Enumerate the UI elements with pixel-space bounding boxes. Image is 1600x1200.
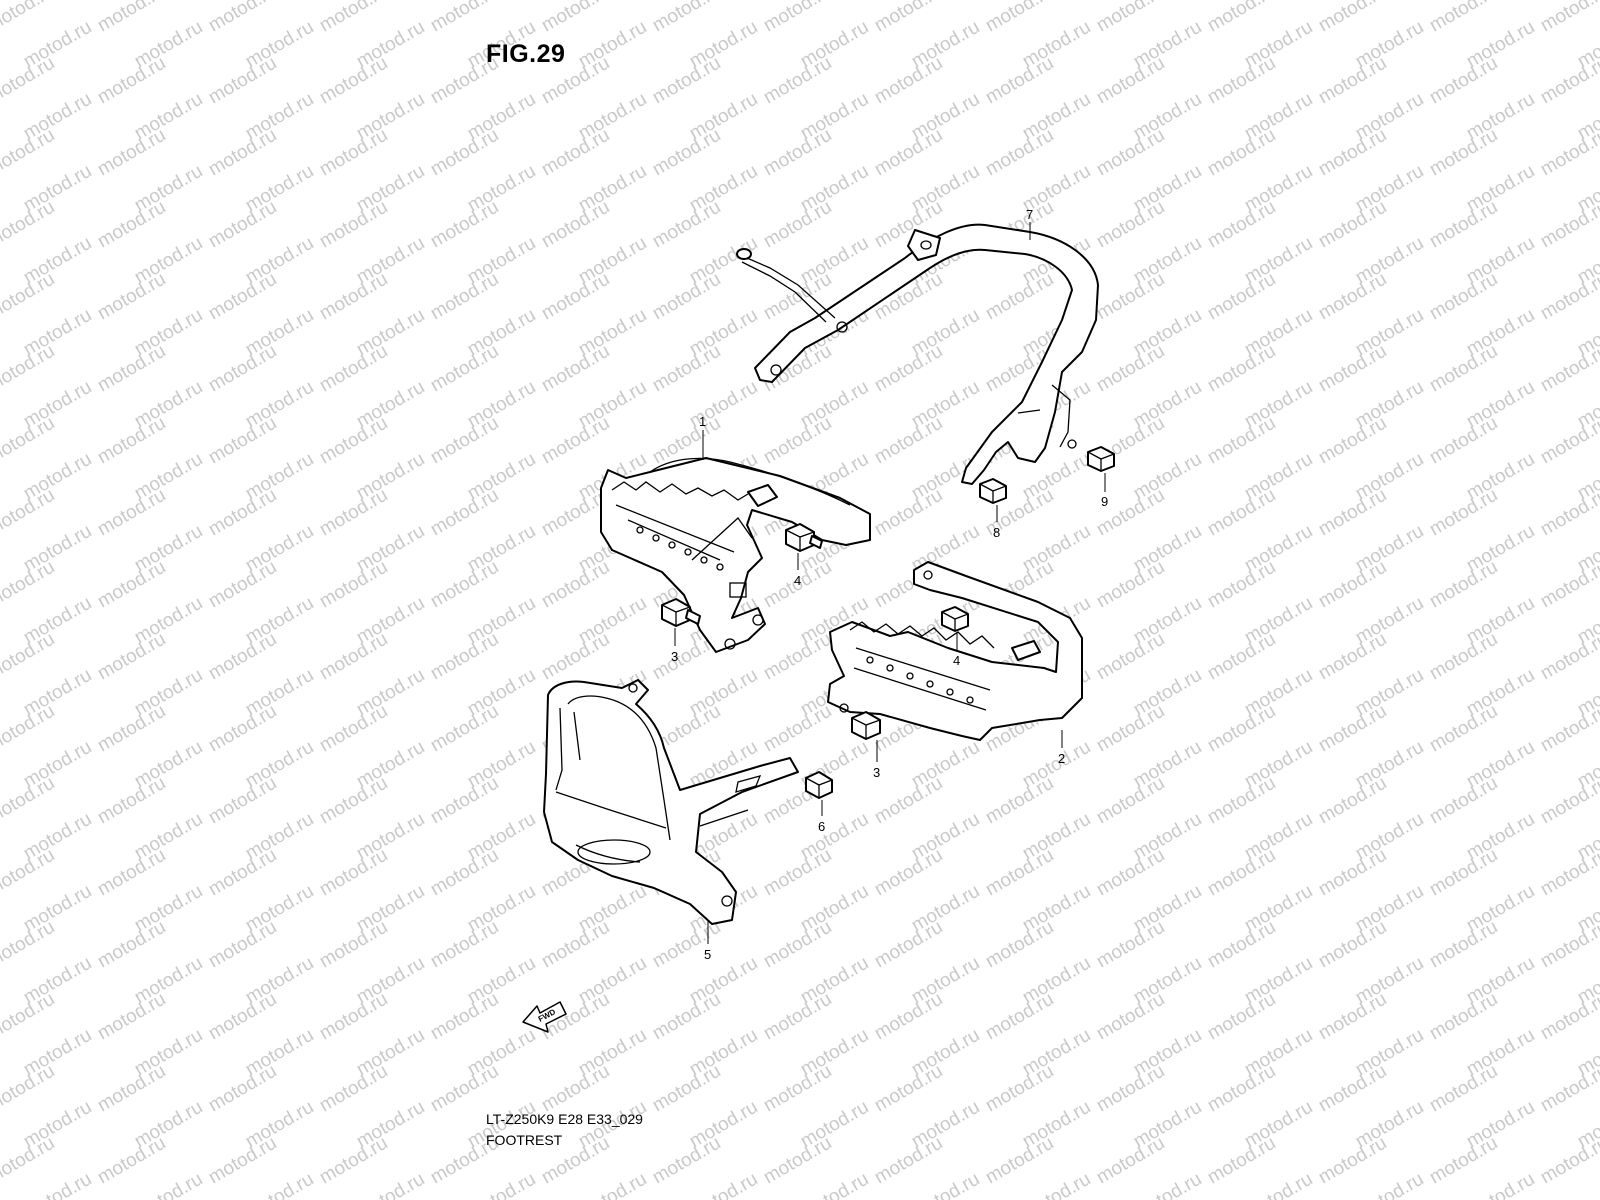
- leader-lines: [674, 222, 1106, 944]
- callout-8: 8: [993, 525, 1000, 540]
- bolt-3-left: [661, 598, 701, 627]
- bolt-9: [1087, 446, 1115, 472]
- diagram-code: LT-Z250K9 E28 E33_029: [486, 1111, 643, 1127]
- bolt-3-right: [851, 711, 881, 740]
- callout-4-left: 4: [794, 573, 801, 588]
- bolt-4-left: [785, 523, 823, 552]
- bolt-6: [805, 771, 833, 799]
- bolt-8: [979, 478, 1007, 504]
- bolt-4-right: [941, 606, 969, 632]
- callout-2: 2: [1058, 751, 1065, 766]
- callout-9: 9: [1101, 494, 1108, 509]
- callout-3-right: 3: [873, 765, 880, 780]
- figure-title: FIG.29: [486, 40, 566, 68]
- diagram-caption: FOOTREST: [486, 1132, 563, 1148]
- fwd-arrow-icon: FWD: [522, 1001, 567, 1033]
- callout-5: 5: [704, 947, 711, 962]
- part-1-left-footrest: [600, 457, 871, 653]
- part-5-front-guard: [543, 679, 799, 925]
- callout-4-right: 4: [953, 653, 960, 668]
- callout-6: 6: [818, 819, 825, 834]
- callout-3-left: 3: [671, 649, 678, 664]
- callout-1: 1: [699, 414, 706, 429]
- callout-7: 7: [1026, 207, 1033, 222]
- part-2-right-footrest: [827, 561, 1083, 741]
- part-7-rear-grab-bar: [736, 223, 1099, 485]
